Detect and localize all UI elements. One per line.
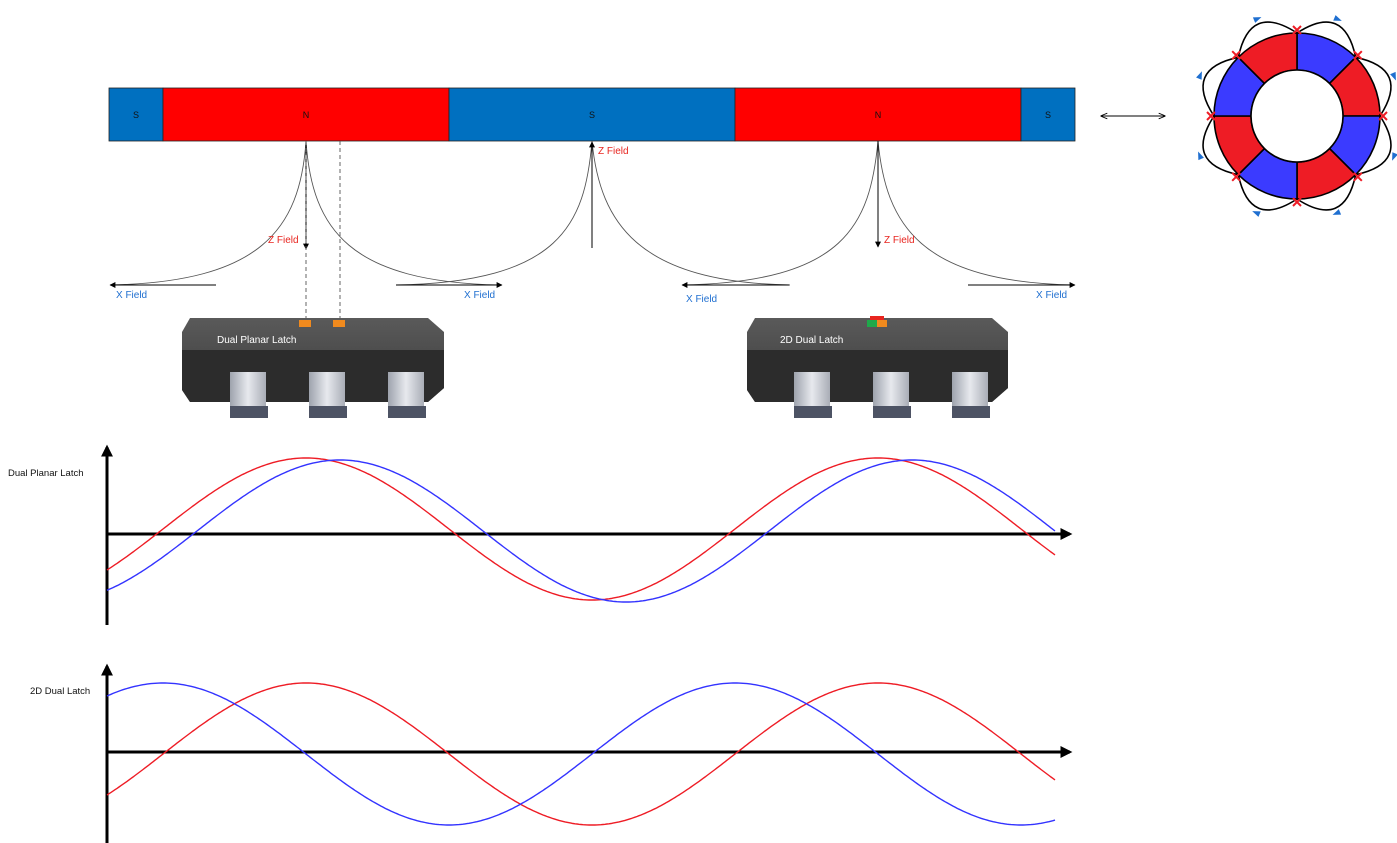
plot-top-series-red: [106, 457, 1056, 601]
ring-field-loop: [1296, 174, 1357, 211]
chip-leg-1: [794, 372, 830, 408]
chip-leg-1-foot: [794, 406, 832, 418]
ring-field-arrow: [1196, 71, 1202, 80]
stacked-green-orange-sensor-icon: [867, 316, 887, 327]
chip-leg-2: [309, 372, 345, 408]
chip-leg-1-foot: [230, 406, 268, 418]
magnet-strip: S N S N S: [108, 87, 1076, 142]
field-curve-5: [681, 140, 879, 286]
pole-label-s-3: S: [1045, 110, 1051, 120]
ring-field-arrow: [1252, 17, 1262, 23]
field-curve-4: [591, 140, 791, 286]
x-field-label-4: X Field: [1036, 290, 1067, 301]
chip-leg-3-foot: [388, 406, 426, 418]
magnet-segment-s-3: [1020, 87, 1076, 142]
ring-field-arrow: [1333, 15, 1342, 21]
ring-field-loop: [1237, 174, 1298, 211]
chip-leg-2: [873, 372, 909, 408]
plot-2d-dual-latch: 2D Dual Latch: [30, 663, 1073, 843]
x-field-label-2: X Field: [464, 290, 495, 301]
plot-bottom-series-red: [106, 682, 1056, 826]
sensor-element-2: [333, 320, 345, 327]
sensor-element-orange: [877, 320, 887, 327]
chip-legs: [230, 372, 426, 418]
z-field-label-1: Z Field: [268, 235, 299, 246]
chip-leg-3: [388, 372, 424, 408]
chip-leg-3-foot: [952, 406, 990, 418]
sensor-element-green: [867, 320, 877, 327]
chip-label-dual-planar-latch: Dual Planar Latch: [217, 335, 297, 346]
pole-label-s-1: S: [133, 110, 139, 120]
plot-top-ylabel: Dual Planar Latch: [8, 468, 84, 479]
ring-field-arrow: [1390, 71, 1396, 81]
magnet-segment-n-1: [162, 87, 450, 142]
x-field-label-3: X Field: [686, 294, 717, 305]
chip-leg-2-foot: [873, 406, 911, 418]
pole-label-n-2: N: [875, 110, 882, 120]
z-field-label-3: Z Field: [884, 235, 915, 246]
plot-bottom-series-blue: [106, 682, 1056, 826]
ring-magnet-icon: [1196, 15, 1397, 217]
plot-dual-planar-latch: Dual Planar Latch: [8, 444, 1073, 625]
ring-field-loop: [1355, 56, 1392, 117]
pole-label-n-1: N: [303, 110, 310, 120]
pole-label-s-2: S: [589, 110, 595, 120]
sensor-element-red: [870, 316, 884, 320]
z-field-arrows: [303, 141, 881, 250]
chip-label-2d-dual-latch: 2D Dual Latch: [780, 335, 843, 346]
magnet-segment-s-1: [108, 87, 164, 142]
ring-field-arrow: [1198, 151, 1204, 161]
ring-boundary-marker: [1353, 50, 1363, 60]
x-field-label-1: X Field: [116, 290, 147, 301]
ring-field-loop: [1296, 21, 1357, 58]
plot-bottom-ylabel: 2D Dual Latch: [30, 686, 90, 697]
chip-dual-planar-latch: Dual Planar Latch: [182, 318, 444, 418]
ring-field-arrow: [1332, 209, 1342, 215]
ring-field-loop: [1237, 21, 1298, 58]
field-curve-2: [305, 140, 501, 286]
field-lines: [109, 140, 1076, 286]
ring-field-loop: [1355, 115, 1392, 176]
plot-top-series-blue: [106, 459, 1056, 603]
sensor-projection-lines: [305, 141, 341, 322]
field-curve-6: [877, 140, 1076, 286]
ring-boundary-marker: [1206, 111, 1216, 121]
ring-boundary-marker: [1353, 172, 1363, 182]
chip-legs: [794, 372, 990, 418]
field-curve-3: [395, 140, 593, 286]
ring-boundary-marker: [1292, 25, 1302, 35]
magnet-segment-s-2: [448, 87, 736, 142]
ring-boundary-marker: [1378, 111, 1388, 121]
ring-boundary-marker: [1231, 50, 1241, 60]
ring-boundary-marker: [1231, 172, 1241, 182]
chip-leg-3: [952, 372, 988, 408]
field-curve-1: [109, 140, 307, 286]
chip-leg-2-foot: [309, 406, 347, 418]
sensor-element-1: [299, 320, 311, 327]
ring-boundary-marker: [1292, 197, 1302, 207]
ring-field-arrow: [1392, 152, 1397, 161]
chip-2d-dual-latch: 2D Dual Latch: [747, 316, 1008, 418]
dual-orange-sensor-icon: [299, 320, 345, 327]
ring-field-loop: [1202, 115, 1239, 176]
z-field-label-2: Z Field: [598, 146, 629, 157]
ring-field-arrow: [1252, 211, 1261, 217]
chip-leg-1: [230, 372, 266, 408]
ring-center-hole: [1250, 69, 1344, 163]
magnet-segment-n-2: [734, 87, 1022, 142]
ring-field-loop: [1202, 56, 1239, 117]
